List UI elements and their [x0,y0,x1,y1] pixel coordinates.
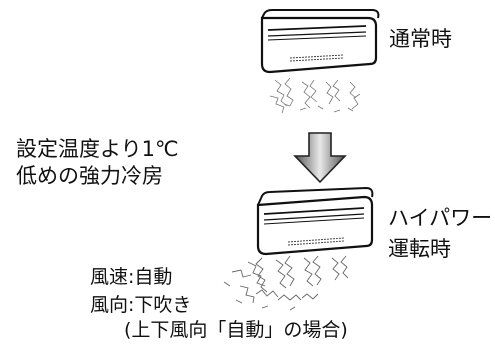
down-arrow-icon [293,132,347,184]
normal-mode-label: 通常時 [389,27,452,51]
highpower-label-line-1: ハイパワー [388,206,493,230]
air-direction-label: 風向:下吹き [90,294,192,316]
fan-speed-label: 風速:自動 [90,266,173,288]
top-air-conditioner-icon [260,9,380,74]
bottom-air-conditioner-icon [256,186,374,256]
description-line-1: 設定温度より1℃ [16,137,179,161]
top-airflow [269,77,361,114]
description-line-2: 低めの強力冷房 [16,164,163,188]
bottom-airflow [223,255,349,311]
direction-note-label: (上下風向「自動」の場合) [124,319,348,341]
highpower-label-line-2: 運転時 [388,237,451,261]
